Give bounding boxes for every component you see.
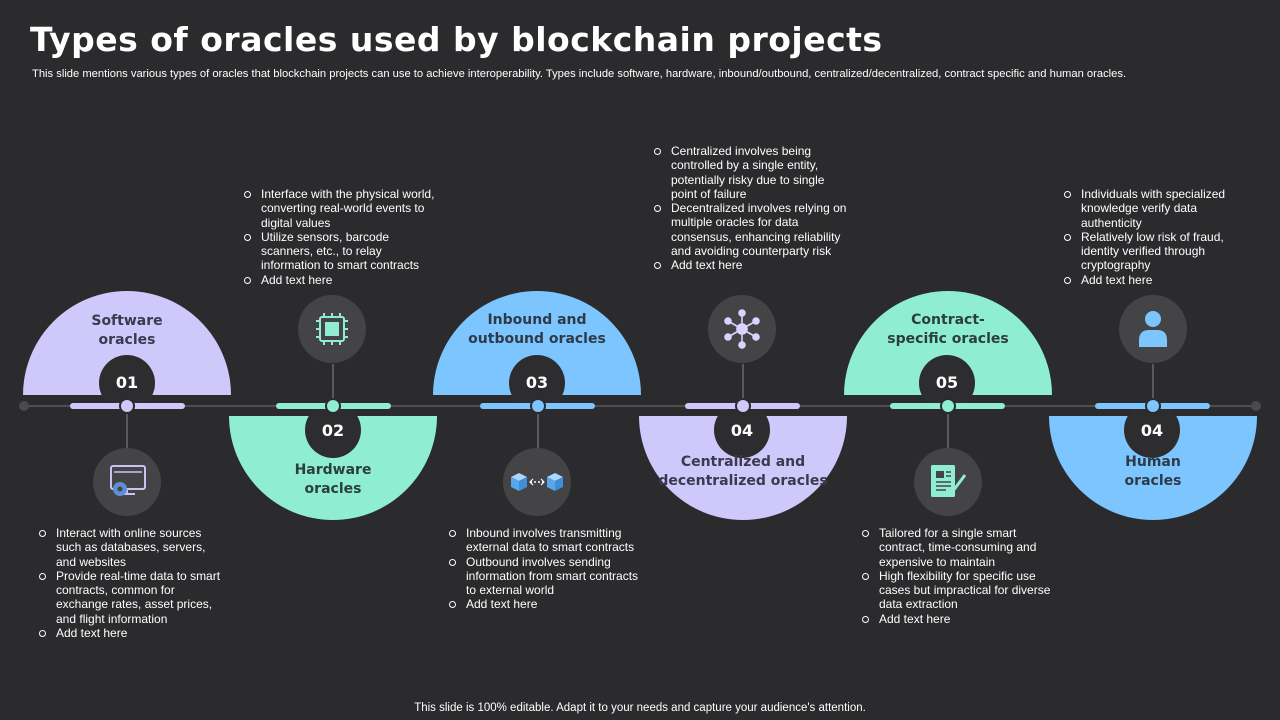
number-label-01: 01 (115, 373, 139, 392)
human-caption: Human oracles (1048, 453, 1258, 491)
list-item: Add text here (653, 258, 848, 272)
list-item: Add text here (1063, 273, 1258, 287)
number-label-03: 03 (525, 373, 549, 392)
list-item: Interface with the physical world, conve… (243, 187, 438, 230)
slide-title: Types of oracles used by blockchain proj… (30, 20, 883, 59)
human-caption-line2: oracles (1124, 473, 1182, 489)
list-item: Tailored for a single smart contract, ti… (861, 526, 1056, 569)
centralized-half-disc (639, 416, 847, 520)
number-badge-04a (714, 402, 770, 458)
centralized-bullets: Centralized involves being controlled by… (653, 144, 848, 273)
contract-caption-line2: specific oracles (887, 331, 1009, 347)
software-caption-line1: Software (91, 313, 163, 329)
person-icon (1139, 311, 1167, 347)
list-item: Add text here (243, 273, 438, 287)
inbound-caption-line2: outbound oracles (468, 331, 606, 347)
inbound-caption-line1: Inbound and (487, 312, 587, 328)
timeline-end-dot (1251, 401, 1261, 411)
contract-bullets: Tailored for a single smart contract, ti… (861, 526, 1056, 626)
software-half-disc (23, 291, 231, 395)
icon-circle-06 (1119, 295, 1187, 363)
monitor-gear-icon (110, 465, 146, 496)
hardware-caption: Hardware oracles (228, 461, 438, 499)
slide-subtitle: This slide mentions various types of ora… (32, 68, 1127, 80)
inbound-bullets: Inbound involves transmitting external d… (448, 526, 643, 612)
software-caption: Software oracles (22, 312, 232, 350)
list-item: Relatively low risk of fraud, identity v… (1063, 230, 1258, 273)
human-half-disc (1049, 416, 1257, 520)
software-bullets: Interact with online sources such as dat… (38, 526, 228, 640)
number-label-04a: 04 (730, 421, 754, 440)
number-badge-05 (919, 355, 975, 411)
number-label-02: 02 (321, 421, 345, 440)
list-item: Individuals with specialized knowledge v… (1063, 187, 1258, 230)
icon-circle-01 (93, 448, 161, 516)
centralized-caption-line2: decentralized oracles (658, 473, 828, 489)
contract-caption-line1: Contract- (911, 312, 985, 328)
network-hub-icon (724, 309, 760, 349)
list-item: High flexibility for specific use cases … (861, 569, 1056, 612)
list-item: Inbound involves transmitting external d… (448, 526, 643, 555)
software-caption-line2: oracles (98, 332, 156, 348)
list-item: Centralized involves being controlled by… (653, 144, 848, 201)
list-item: Interact with online sources such as dat… (38, 526, 228, 569)
contract-caption: Contract- specific oracles (843, 311, 1053, 349)
hardware-bullets: Interface with the physical world, conve… (243, 187, 438, 287)
centralized-caption: Centralized and decentralized oracles (638, 453, 848, 491)
human-caption-line1: Human (1125, 454, 1181, 470)
list-item: Add text here (448, 597, 643, 611)
list-item: Decentralized involves relying on multip… (653, 201, 848, 258)
inbound-caption: Inbound and outbound oracles (432, 311, 642, 349)
hardware-caption-line1: Hardware (294, 462, 372, 478)
cube-exchange-icon (511, 473, 563, 491)
human-bullets: Individuals with specialized knowledge v… (1063, 187, 1258, 287)
contract-half-disc (844, 291, 1052, 395)
hardware-caption-line2: oracles (304, 481, 362, 497)
list-item: Outbound involves sending information fr… (448, 555, 643, 598)
number-label-05: 05 (935, 373, 959, 392)
number-label-04b: 04 (1140, 421, 1164, 440)
hardware-half-disc (229, 416, 437, 520)
list-item: Utilize sensors, barcode scanners, etc.,… (243, 230, 438, 273)
list-item: Provide real-time data to smart contract… (38, 569, 228, 626)
number-badge-02 (305, 402, 361, 458)
centralized-caption-line1: Centralized and (680, 454, 806, 470)
list-item: Add text here (38, 626, 228, 640)
number-badge-03 (509, 355, 565, 411)
number-badge-04b (1124, 402, 1180, 458)
contract-pen-icon (931, 465, 967, 497)
inbound-half-disc (433, 291, 641, 395)
number-badge-01 (99, 355, 155, 411)
footer-note: This slide is 100% editable. Adapt it to… (414, 702, 866, 714)
microchip-icon (316, 313, 348, 345)
icon-circle-03 (503, 448, 571, 516)
timeline-start-dot (19, 401, 29, 411)
list-item: Add text here (861, 612, 1056, 626)
